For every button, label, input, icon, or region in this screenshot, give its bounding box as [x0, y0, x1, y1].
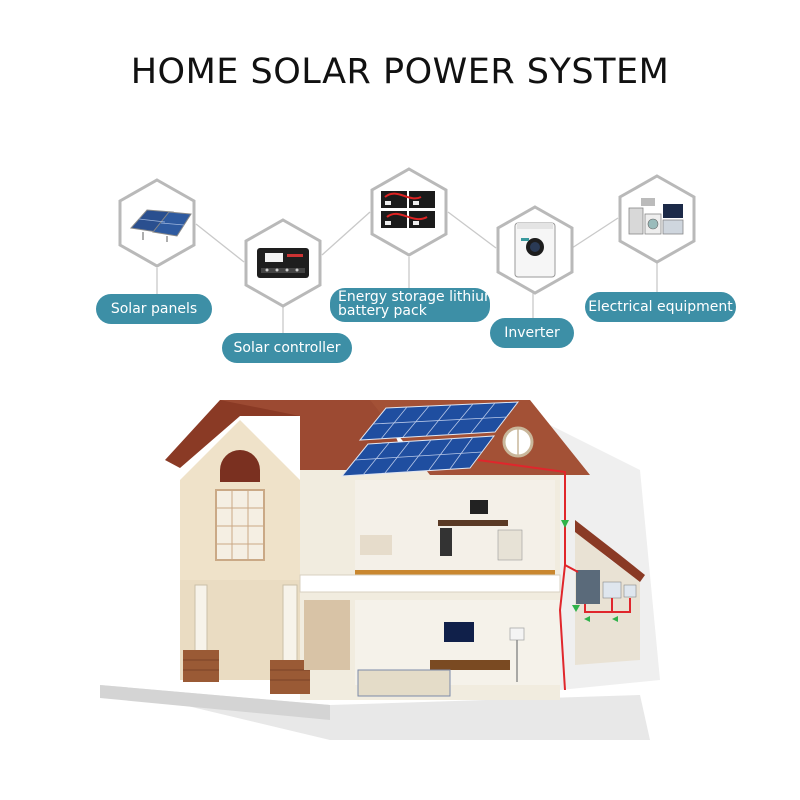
charge-controller-icon	[244, 218, 322, 308]
porch-interior	[304, 600, 350, 670]
house-illustration	[100, 400, 660, 740]
flow-arrows	[561, 520, 618, 622]
column-base	[183, 650, 219, 682]
gable-window	[215, 489, 265, 561]
equipment-node	[617, 174, 697, 264]
label-electrical-equipment: Electrical equipment	[585, 292, 736, 322]
arched-window-top	[220, 450, 260, 482]
desk	[438, 520, 508, 526]
inverter-unit	[576, 570, 600, 604]
battery-pack-icon	[370, 167, 448, 257]
inverter-node	[495, 205, 575, 295]
office-chair	[440, 528, 452, 556]
label-battery-line2: battery pack	[338, 303, 427, 319]
label-battery-line1: Energy storage lithium	[338, 289, 498, 305]
monitor	[470, 500, 488, 514]
lower-sofa	[357, 669, 451, 697]
battery-node	[369, 167, 449, 257]
roof-solar-panels	[340, 401, 520, 477]
page-title: HOME SOLAR POWER SYSTEM	[130, 52, 670, 92]
solar-panel-icon	[118, 178, 196, 268]
porch-column	[194, 584, 208, 656]
floor-lamp	[509, 627, 525, 641]
label-inverter: Inverter	[490, 318, 574, 348]
appliances-icon	[618, 174, 696, 264]
tv	[444, 622, 474, 642]
tv-stand	[430, 660, 510, 670]
upper-sofa	[360, 535, 392, 555]
solar-panels-node	[117, 178, 197, 268]
label-battery: Energy storage lithium battery pack	[330, 288, 498, 322]
solar-controller-node	[243, 218, 323, 308]
label-solar-panels: Solar panels	[96, 294, 212, 324]
connector-lines	[156, 211, 658, 333]
power-wiring	[477, 459, 631, 691]
label-solar-controller: Solar controller	[222, 333, 352, 363]
inverter-icon	[496, 205, 574, 295]
